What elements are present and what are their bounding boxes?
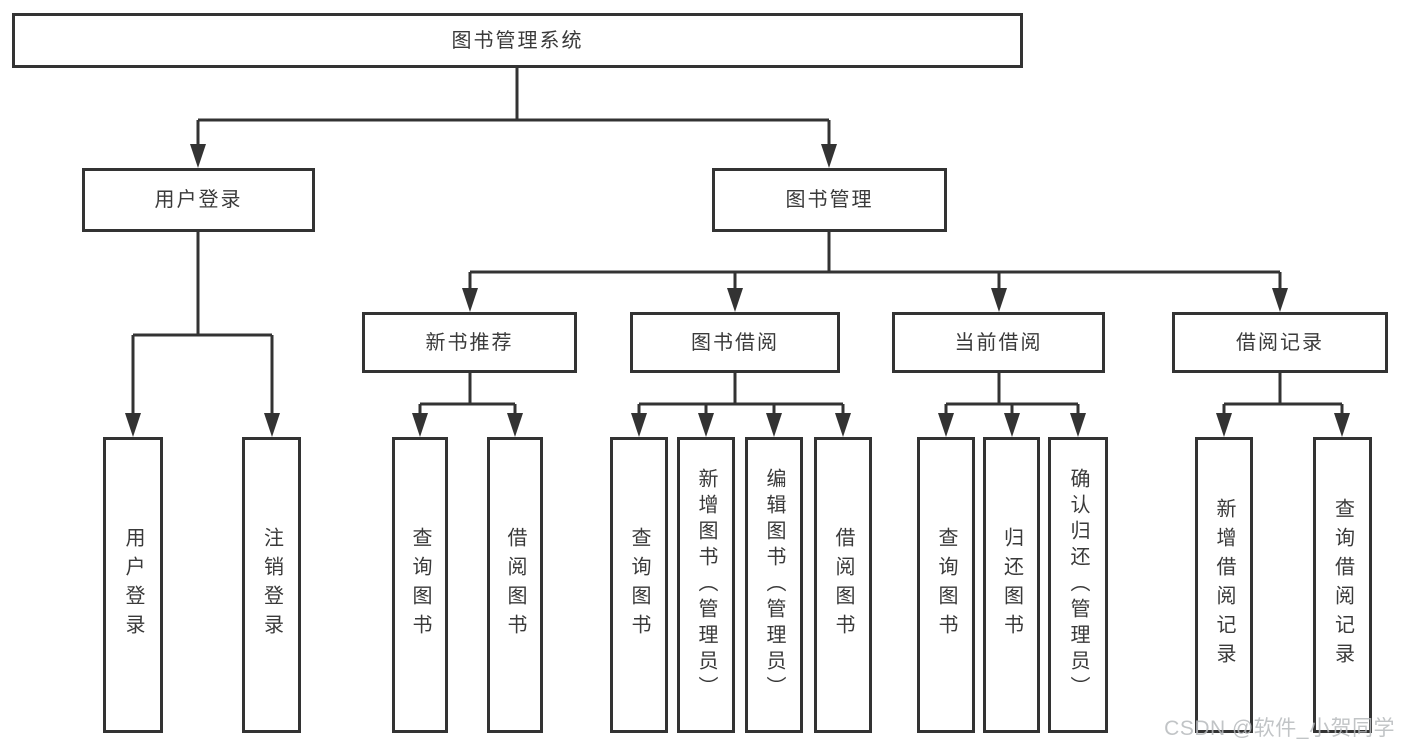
node-book-borrowing: 图书借阅	[630, 312, 840, 373]
leaf-borrow-books-recommend: 借阅图书	[487, 437, 543, 733]
node-user-login-group: 用户登录	[82, 168, 315, 232]
leaf-query-books-borrowing: 查询图书	[610, 437, 668, 733]
leaf-query-borrow-record: 查询借阅记录	[1313, 437, 1372, 733]
leaf-add-books-admin: 新增图书（管理员）	[677, 437, 735, 733]
leaf-query-books-current: 查询图书	[917, 437, 975, 733]
watermark: CSDN @软件_小贺同学	[1164, 717, 1395, 740]
leaf-confirm-return-admin: 确认归还（管理员）	[1048, 437, 1108, 733]
node-current-borrowing: 当前借阅	[892, 312, 1105, 373]
leaf-logout: 注销登录	[242, 437, 301, 733]
leaf-query-books-recommend: 查询图书	[392, 437, 448, 733]
node-library-system: 图书管理系统	[12, 13, 1023, 68]
leaf-borrow-books-borrowing: 借阅图书	[814, 437, 872, 733]
leaf-add-borrow-record: 新增借阅记录	[1195, 437, 1253, 733]
node-borrowing-records: 借阅记录	[1172, 312, 1388, 373]
leaf-edit-books-admin: 编辑图书（管理员）	[745, 437, 803, 733]
leaf-return-books: 归还图书	[983, 437, 1040, 733]
leaf-user-login: 用户登录	[103, 437, 163, 733]
node-new-book-recommend: 新书推荐	[362, 312, 577, 373]
node-book-management: 图书管理	[712, 168, 947, 232]
